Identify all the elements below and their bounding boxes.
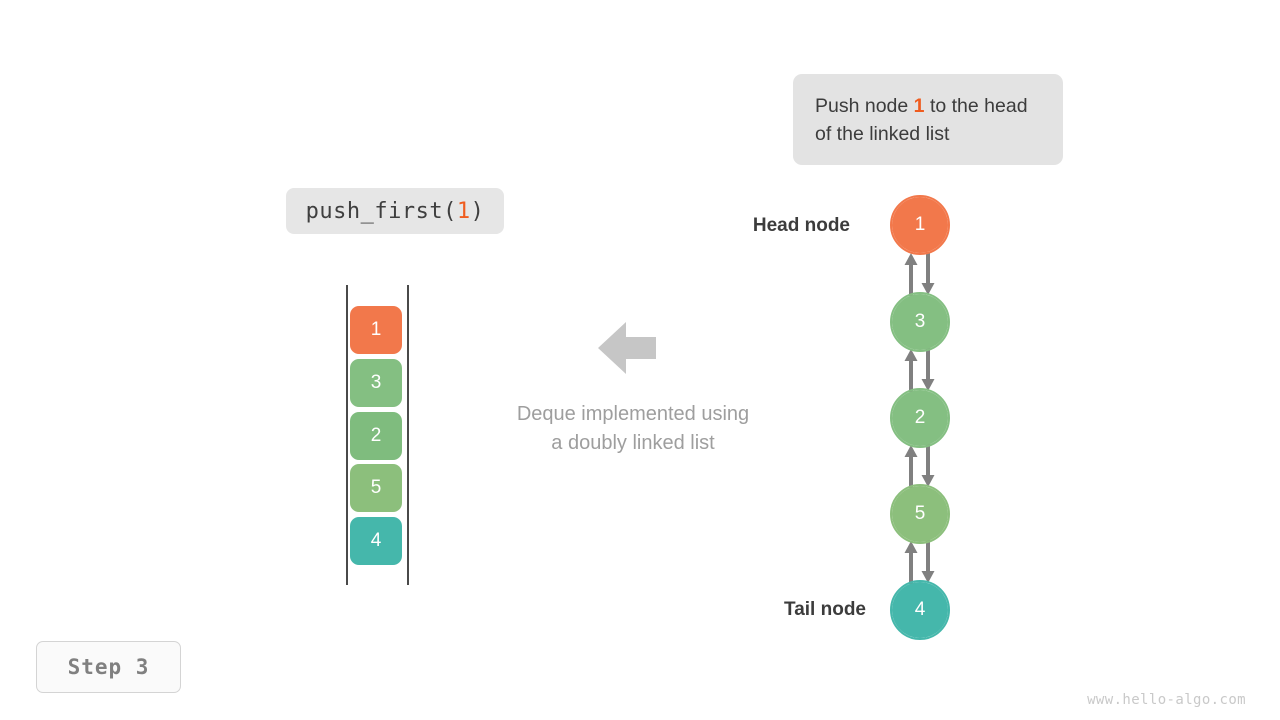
code-argument: 1 [456, 198, 471, 224]
linked-list-node-3: 5 [892, 486, 948, 542]
code-pill: push_first(1) [286, 188, 504, 234]
node-value: 1 [914, 214, 926, 235]
node-ring-3 [890, 484, 950, 544]
node-value: 5 [914, 503, 926, 524]
deque-box-value: 3 [370, 372, 382, 393]
deque-box-1: 3 [350, 359, 402, 407]
step-badge: Step 3 [36, 641, 181, 693]
deque-box-value: 4 [370, 530, 382, 551]
callout-suffix: to the head of the linked list [815, 94, 1028, 145]
deque-box-3: 5 [350, 464, 402, 512]
stack-rail-right [407, 285, 409, 585]
callout-box: Push node 1 to the head of the linked li… [793, 74, 1063, 165]
linked-list-node-2: 2 [892, 390, 948, 446]
center-caption: Deque implemented using a doubly linked … [463, 400, 803, 458]
watermark: www.hello-algo.com [1087, 692, 1246, 708]
callout-prefix: Push node [815, 94, 914, 117]
node-value: 3 [914, 311, 926, 332]
left-block-arrow-icon [596, 320, 658, 381]
node-ring-4 [890, 580, 950, 640]
code-prefix: push_first( [305, 198, 457, 224]
step-badge-label: Step 3 [67, 655, 150, 679]
center-caption-line1: Deque implemented using [516, 403, 750, 425]
deque-box-0: 1 [350, 306, 402, 354]
deque-box-2: 2 [350, 412, 402, 460]
deque-box-value: 5 [370, 477, 382, 498]
stack-rail-left [346, 285, 348, 585]
node-value: 2 [914, 407, 926, 428]
code-suffix: ) [470, 198, 485, 224]
linked-list-node-0: 1 [892, 197, 948, 253]
linked-list-node-4: 4 [892, 582, 948, 638]
link-arrows-2 [902, 444, 942, 493]
node-ring-0 [890, 195, 950, 255]
callout-text: Push node 1 to the head of the linked li… [815, 92, 1041, 148]
node-ring-2 [890, 388, 950, 448]
link-arrows-1 [902, 348, 942, 397]
center-caption-line2: a doubly linked list [551, 432, 715, 454]
code-text: push_first(1) [306, 199, 485, 224]
deque-box-value: 2 [370, 425, 382, 446]
deque-box-value: 1 [370, 319, 382, 340]
node-ring-1 [890, 292, 950, 352]
link-arrows-3 [902, 540, 942, 589]
tail-node-label: Tail node [784, 599, 866, 620]
deque-box-4: 4 [350, 517, 402, 565]
callout-highlight-value: 1 [913, 94, 925, 117]
head-node-label: Head node [752, 215, 850, 236]
link-arrows-0 [902, 252, 942, 301]
node-value: 4 [914, 599, 926, 620]
linked-list-node-1: 3 [892, 294, 948, 350]
